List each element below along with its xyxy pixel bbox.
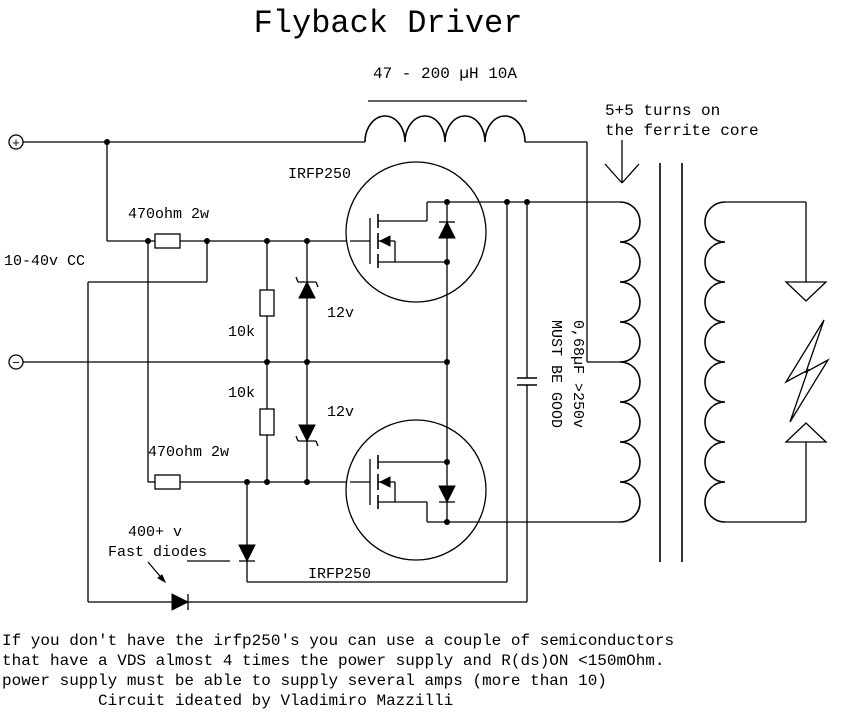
junction-dot	[104, 139, 110, 145]
resistor-top-label: 470ohm 2w	[128, 206, 209, 223]
zener-diode-bottom	[295, 362, 319, 482]
fast-diode-horizontal	[88, 561, 527, 611]
turns-label-line1: 5+5 turns on	[605, 102, 720, 120]
transformer-secondary	[704, 201, 807, 523]
mosfet-bottom-label: IRFP250	[308, 566, 371, 583]
note-line-3: power supply must be able to supply seve…	[2, 672, 607, 690]
core-pointer-arrow	[604, 140, 640, 184]
pulldown-resistor-bottom	[259, 362, 275, 482]
inductor-label: 47 - 200 µH 10A	[373, 65, 517, 83]
capacitor-warning-label: MUST BE GOOD	[547, 320, 564, 428]
junction-dots-bottom	[244, 199, 530, 485]
inductor	[364, 100, 527, 143]
zener-top-label: 12v	[327, 305, 354, 322]
gate-resistor-top	[154, 233, 181, 249]
mosfet-top-label: IRFP250	[288, 166, 351, 183]
note-line-2: that have a VDS almost 4 times the power…	[2, 652, 665, 670]
notes-block: If you don't have the irfp250's you can …	[2, 632, 674, 710]
pulldown-resistor-top	[259, 241, 275, 362]
transformer-primary	[525, 201, 641, 523]
zener-diode-top	[295, 241, 319, 362]
mosfet-bottom	[345, 362, 620, 561]
spark-gap-top-electrode	[784, 281, 828, 302]
res-10k-top-label: 10k	[228, 324, 255, 341]
minus-terminal: −	[8, 354, 24, 371]
resistor-bottom-label: 470ohm 2w	[148, 444, 229, 461]
junction-dots-top	[145, 238, 450, 365]
zener-bottom-label: 12v	[327, 404, 354, 421]
note-line-1: If you don't have the irfp250's you can …	[2, 632, 674, 650]
supply-voltage-label: 10-40v CC	[4, 253, 85, 270]
svg-text:−: −	[12, 356, 20, 371]
mosfet-top	[345, 161, 525, 362]
diode-voltage-label: 400+ v	[128, 524, 182, 541]
gate-resistor-bottom	[154, 474, 181, 490]
turns-label-line2: the ferrite core	[605, 122, 759, 140]
positive-rail	[23, 141, 620, 363]
schematic-title: Flyback Driver	[254, 5, 523, 42]
capacitor-rating-label: 0,68µF >250v	[569, 320, 586, 428]
resonant-capacitor	[517, 202, 537, 602]
ferrite-core	[659, 163, 683, 562]
res-10k-bottom-label: 10k	[228, 385, 255, 402]
plus-terminal: +	[8, 134, 24, 151]
fast-diode-vertical	[187, 544, 256, 563]
svg-text:+: +	[12, 136, 20, 151]
note-line-4: Circuit ideated by Vladimiro Mazzilli	[2, 692, 453, 710]
diode-type-label: Fast diodes	[108, 544, 207, 561]
spark-gap-bottom-electrode	[784, 422, 828, 443]
spark-lightning-icon	[784, 319, 830, 423]
